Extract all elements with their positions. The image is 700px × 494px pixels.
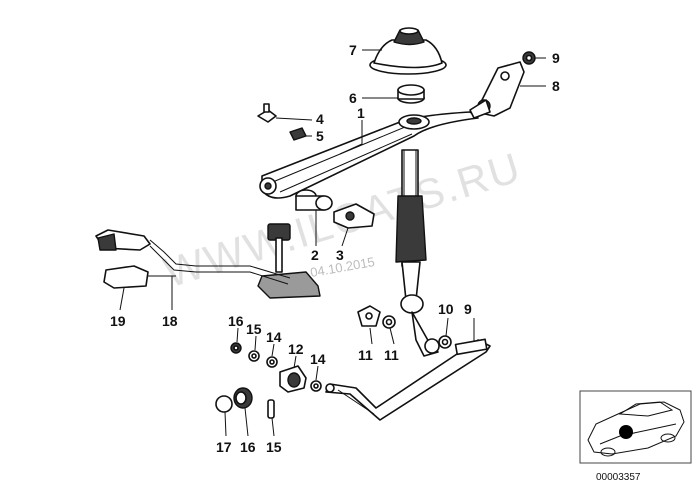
doc-number: 00003357 bbox=[596, 472, 641, 483]
part-shift-boot bbox=[369, 27, 447, 75]
part-washer-15 bbox=[248, 350, 260, 362]
callout-1: 1 bbox=[357, 105, 365, 121]
callout-17: 15 bbox=[266, 439, 282, 455]
part-clip-12 bbox=[357, 305, 381, 327]
callout-15: 15 bbox=[246, 321, 262, 337]
part-washer-11b bbox=[438, 335, 452, 349]
part-switch-with-cable bbox=[95, 223, 321, 299]
part-washer-16 bbox=[230, 342, 242, 354]
callout-10: 9 bbox=[464, 301, 472, 317]
callout-18: 16 bbox=[240, 439, 256, 455]
part-bracket-8 bbox=[469, 61, 525, 119]
callout-11a: 11 bbox=[384, 347, 399, 363]
callout-6: 6 bbox=[349, 90, 357, 106]
part-selector-rod bbox=[325, 338, 491, 421]
part-nut-9 bbox=[522, 51, 536, 65]
callout-4: 4 bbox=[316, 111, 324, 127]
callout-21: 19 bbox=[110, 313, 126, 329]
part-washer-14a bbox=[266, 356, 278, 368]
callout-13: 12 bbox=[288, 341, 304, 357]
callout-2: 2 bbox=[311, 247, 319, 263]
car-location-thumbnail bbox=[579, 390, 692, 464]
part-bracket-clip-3 bbox=[333, 203, 375, 229]
part-clip-4 bbox=[257, 103, 277, 123]
part-bushing-2 bbox=[295, 189, 333, 211]
part-washer-14b bbox=[310, 380, 322, 392]
part-bushing-6 bbox=[397, 84, 425, 104]
part-bushing-18 bbox=[233, 387, 253, 409]
callout-8: 8 bbox=[552, 78, 560, 94]
callout-5: 5 bbox=[316, 128, 324, 144]
part-joint-13 bbox=[279, 365, 307, 393]
callout-12: 11 bbox=[358, 347, 373, 363]
callout-11b: 10 bbox=[438, 301, 454, 317]
callout-19: 17 bbox=[216, 439, 232, 455]
callout-14a: 14 bbox=[266, 329, 282, 345]
callout-16: 16 bbox=[228, 313, 244, 329]
part-clip-5 bbox=[289, 127, 307, 141]
callout-labels: 7 6 9 8 4 5 1 2 3 19 18 11 11 10 9 16 15… bbox=[110, 42, 560, 455]
part-shift-lever-arm bbox=[259, 111, 479, 199]
callout-14b: 14 bbox=[310, 351, 326, 367]
part-shift-rod bbox=[395, 149, 440, 357]
part-washer-11a bbox=[382, 315, 396, 329]
part-cap-19 bbox=[215, 395, 233, 413]
callout-3: 3 bbox=[336, 247, 344, 263]
leader-lines bbox=[119, 49, 546, 437]
callout-20: 18 bbox=[162, 313, 178, 329]
location-marker-icon bbox=[619, 425, 633, 439]
part-pin-17 bbox=[267, 399, 275, 419]
callout-7: 7 bbox=[349, 42, 357, 58]
callout-9: 9 bbox=[552, 50, 560, 66]
